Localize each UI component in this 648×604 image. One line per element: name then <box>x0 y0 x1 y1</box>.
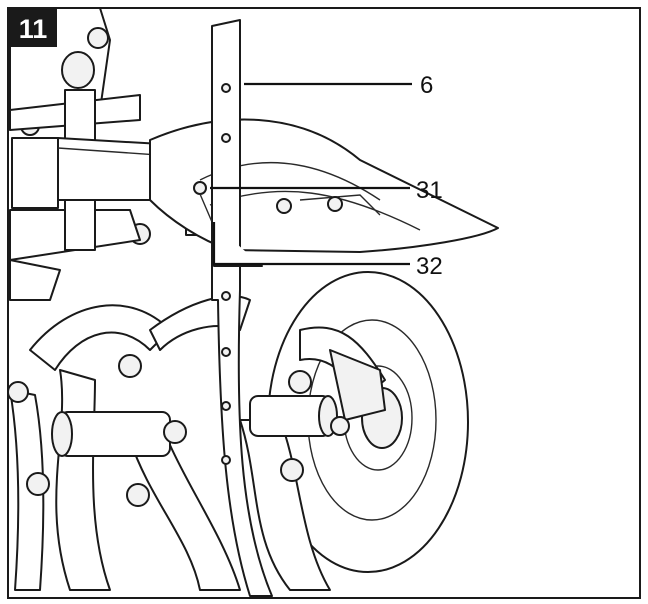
figure-number-badge: 11 <box>9 9 57 47</box>
figure-number: 11 <box>19 14 48 44</box>
retaining-pin <box>193 181 213 223</box>
leader-32 <box>212 222 410 266</box>
illustration <box>7 7 499 597</box>
axle-hub <box>51 395 338 457</box>
leader-lines <box>210 82 412 266</box>
tiller-tines <box>9 295 386 591</box>
callout-label-32: 32 <box>416 253 443 280</box>
spring-clip <box>211 221 263 267</box>
callout-label-31: 31 <box>416 177 443 204</box>
callout-label-6: 6 <box>420 72 433 99</box>
